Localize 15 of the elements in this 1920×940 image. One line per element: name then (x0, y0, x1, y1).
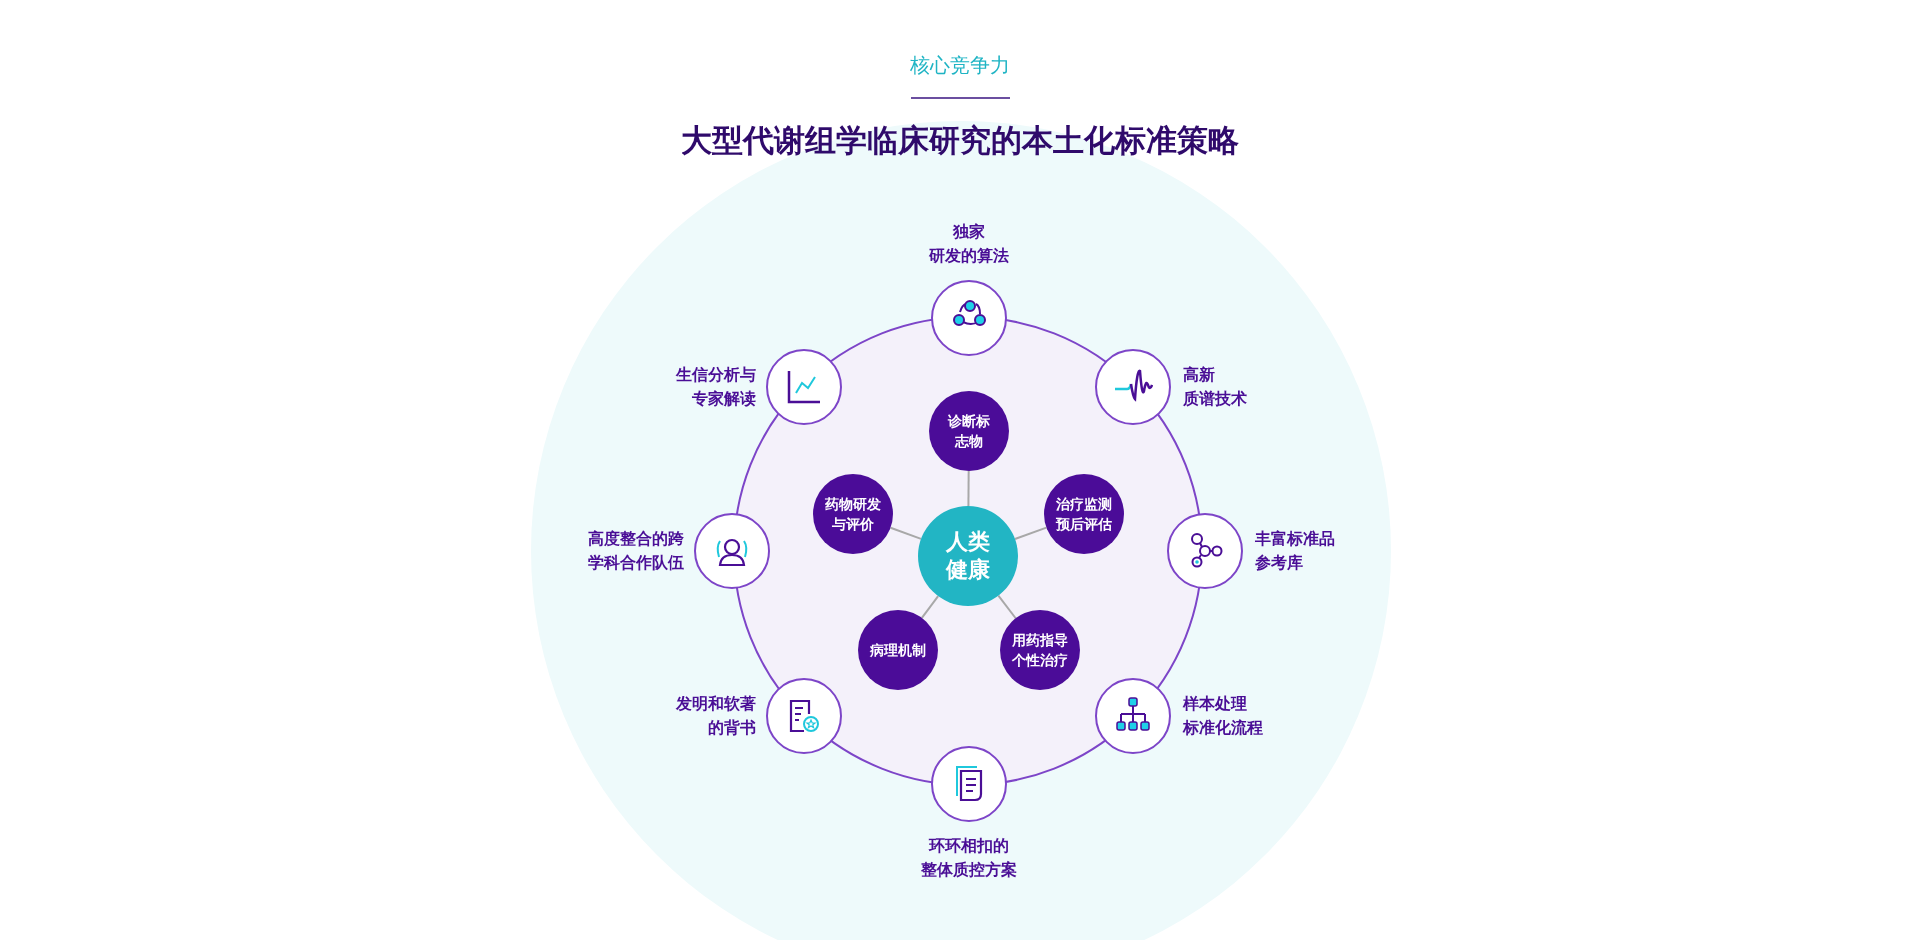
node-label: 发明和软著的背书 (676, 693, 756, 739)
connector-line (997, 594, 1017, 620)
node-label: 环环相扣的整体质控方案 (920, 835, 1018, 881)
node-label: 独家研发的算法 (928, 221, 1010, 267)
subtitle: 核心竞争力 (910, 53, 1010, 77)
node-label: 生信分析与专家解读 (676, 364, 756, 410)
connector-line (967, 470, 970, 507)
node-label: 丰富标准品参考库 (1255, 528, 1335, 574)
connector-line (920, 595, 940, 619)
node-label: 高新质谱技术 (1183, 364, 1247, 410)
title: 大型代谢组学临床研究的本土化标准策略 (681, 122, 1239, 158)
connector-line (1014, 526, 1048, 540)
node-label: 高度整合的跨学科合作队伍 (588, 528, 684, 574)
connector-line (889, 526, 923, 540)
node-label: 样本处理标准化流程 (1183, 693, 1263, 739)
